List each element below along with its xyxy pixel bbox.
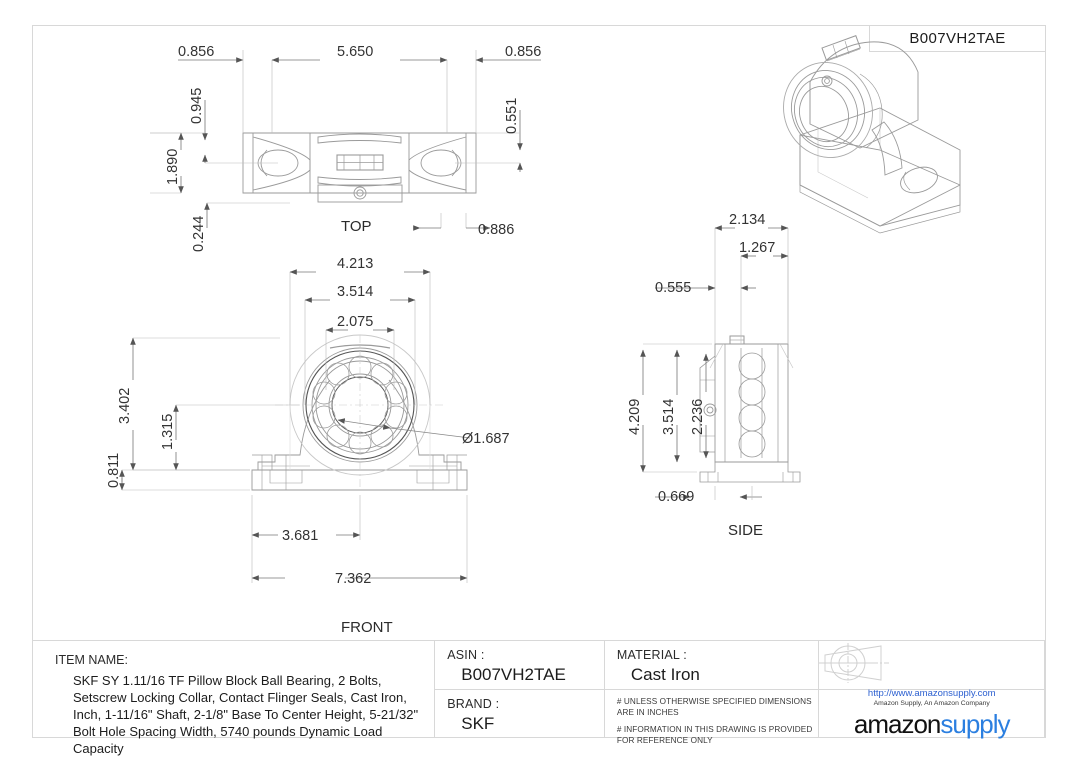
item-name-value: SKF SY 1.11/16 TF Pillow Block Ball Bear…: [73, 673, 419, 756]
amazonsupply-subtitle: Amazon Supply, An Amazon Company: [873, 699, 990, 707]
dim-top-right-half: 0.551: [504, 98, 520, 134]
dim-top-lower-left: 0.244: [191, 216, 207, 252]
material-value: Cast Iron: [630, 665, 700, 684]
title-block-logo-cell: http://www.amazonsupply.com Amazon Suppl…: [819, 641, 1045, 740]
dim-side-overall-width: 2.134: [729, 212, 765, 228]
note-reference: # INFORMATION IN THIS DRAWING IS PROVIDE…: [616, 725, 813, 745]
dim-top-center-span: 5.650: [337, 44, 373, 60]
dim-side-overall-height: 4.209: [627, 399, 643, 435]
note-units: # UNLESS OTHERWISE SPECIFIED DIMENSIONS …: [616, 697, 812, 717]
dim-top-lower-right: 0.886: [478, 222, 514, 238]
iso-view-geometry: [783, 35, 961, 234]
brand-value: SKF: [461, 714, 495, 733]
title-block-asin-brand-cell: ASIN : B007VH2TAE BRAND : SKF: [435, 641, 605, 737]
dim-front-total-height: 3.402: [117, 388, 133, 424]
dim-side-base-offset: 0.669: [658, 489, 694, 505]
view-label-top: TOP: [341, 218, 372, 235]
asin-field: ASIN : B007VH2TAE: [435, 641, 604, 690]
top-view-dimensions: [150, 50, 541, 231]
dim-top-right-flange: 0.856: [505, 44, 541, 60]
amazonsupply-logo: amazonsupply: [853, 708, 1011, 740]
asin-value: B007VH2TAE: [461, 665, 566, 684]
front-view-geometry: [251, 334, 468, 491]
dim-front-bore-dia: Ø1.687: [462, 431, 510, 447]
side-view-geometry: [699, 335, 801, 483]
projection-cone-icon: [819, 645, 890, 681]
brand-field: BRAND : SKF: [435, 690, 604, 739]
asin-header-text: B007VH2TAE: [909, 30, 1006, 47]
amazonsupply-branding: http://www.amazonsupply.com Amazon Suppl…: [819, 687, 1044, 740]
notes-field: # UNLESS OTHERWISE SPECIFIED DIMENSIONS …: [605, 690, 819, 745]
title-block: ITEM NAME: SKF SY 1.11/16 TF Pillow Bloc…: [32, 640, 1046, 756]
dim-side-body-height: 3.514: [661, 399, 677, 435]
dim-front-base-height: 0.811: [106, 453, 122, 488]
dim-front-inner-width: 2.075: [337, 314, 373, 330]
dim-front-mid-width: 3.514: [337, 284, 373, 300]
view-label-side: SIDE: [728, 522, 763, 539]
projection-symbol: [819, 641, 1044, 690]
brand-label: BRAND :: [447, 697, 500, 711]
side-view-dimensions: [640, 225, 789, 500]
title-block-material-notes-cell: MATERIAL : Cast Iron # UNLESS OTHERWISE …: [604, 641, 820, 745]
material-field: MATERIAL : Cast Iron: [604, 641, 819, 690]
dim-front-outer-width: 4.213: [337, 256, 373, 272]
top-view-geometry: [242, 132, 477, 203]
logo-supply-text: supply: [940, 708, 1010, 739]
dim-top-hole-offset: 0.945: [189, 88, 205, 124]
asin-label: ASIN :: [447, 648, 485, 662]
front-view-dimensions: [119, 269, 471, 583]
item-name-label: ITEM NAME:: [55, 653, 128, 667]
dim-side-collar-width: 1.267: [739, 240, 775, 256]
logo-amazon-text: amazon: [853, 708, 941, 739]
dim-top-depth: 1.890: [165, 149, 181, 185]
title-block-item-cell: ITEM NAME: SKF SY 1.11/16 TF Pillow Bloc…: [33, 641, 436, 756]
dim-front-center-height: 1.315: [160, 414, 176, 450]
view-label-front: FRONT: [341, 619, 393, 636]
amazonsupply-url[interactable]: http://www.amazonsupply.com: [867, 687, 996, 699]
dim-front-overall-width: 7.362: [335, 571, 371, 587]
material-label: MATERIAL :: [616, 648, 687, 662]
dim-front-bolt-spacing: 3.681: [282, 528, 318, 544]
dim-top-left-flange: 0.856: [178, 44, 214, 60]
dim-side-offset: 0.555: [655, 280, 691, 296]
dim-side-bore-height: 2.236: [690, 399, 706, 435]
